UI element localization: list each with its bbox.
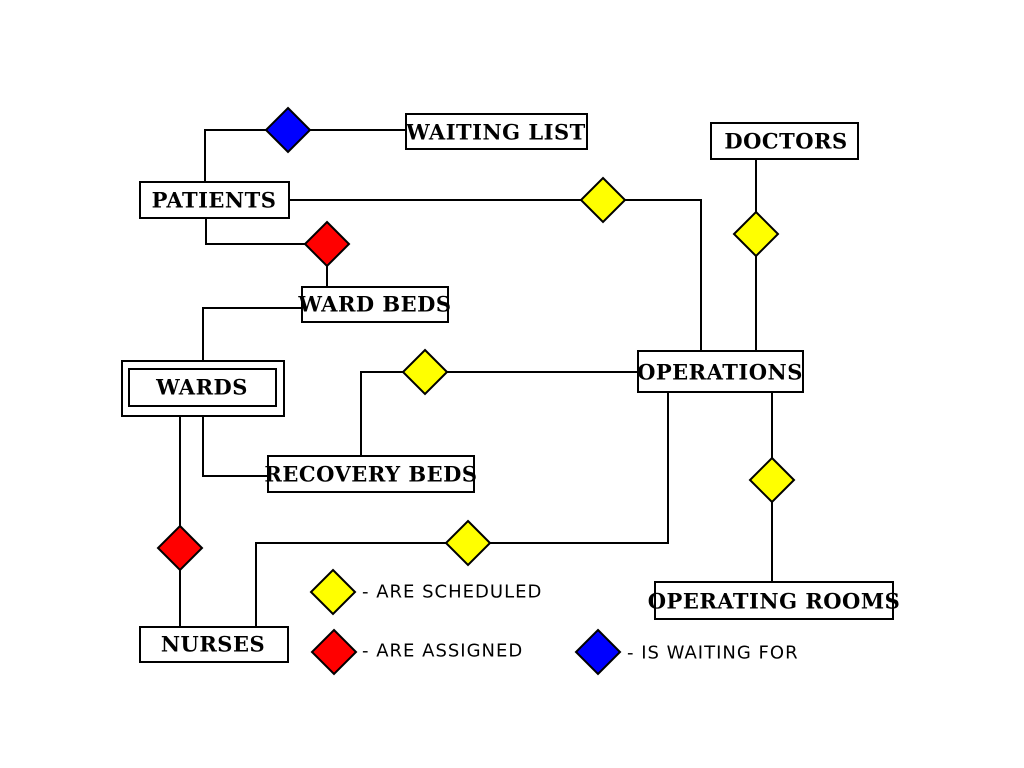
legend-item-assigned: - ARE ASSIGNED <box>310 628 523 676</box>
connector-wardbeds-wards <box>202 307 302 361</box>
entity-wards[interactable]: WARDS <box>121 360 285 417</box>
connector-recoverybeds-operations <box>360 371 638 456</box>
entity-label: OPERATIONS <box>637 360 803 385</box>
legend-assigned-diamond <box>310 628 358 676</box>
entity-patients[interactable]: PATIENTS <box>139 181 290 219</box>
patients-operations-scheduled-diamond[interactable] <box>579 176 627 224</box>
entity-label: PATIENTS <box>152 188 277 213</box>
entity-label: WARDS <box>155 375 248 400</box>
relationships <box>156 106 796 572</box>
legend-assigned-label: - ARE ASSIGNED <box>362 641 523 662</box>
legend-scheduled-diamond <box>309 568 357 616</box>
legend: - ARE SCHEDULED - ARE ASSIGNED - IS WAIT… <box>309 568 799 676</box>
entity-nurses[interactable]: NURSES <box>139 626 289 663</box>
legend-waiting-label: - IS WAITING FOR <box>627 643 799 664</box>
legend-item-waiting: - IS WAITING FOR <box>574 628 799 676</box>
entity-ward-beds[interactable]: WARD BEDS <box>297 286 451 323</box>
entity-label: RECOVERY BEDS <box>264 462 477 487</box>
doctors-operations-scheduled-diamond[interactable] <box>732 210 780 258</box>
waiting-relationship-diamond[interactable] <box>264 106 312 154</box>
entity-waiting-list[interactable]: WAITING LIST <box>405 113 588 150</box>
legend-waiting-diamond <box>574 628 622 676</box>
recovery-operations-scheduled-diamond[interactable] <box>401 348 449 396</box>
operations-nurses-scheduled-diamond[interactable] <box>444 519 492 567</box>
legend-scheduled-label: - ARE SCHEDULED <box>362 582 542 603</box>
entity-label: NURSES <box>161 632 265 657</box>
entity-doctors[interactable]: DOCTORS <box>710 122 859 160</box>
legend-item-scheduled: - ARE SCHEDULED <box>309 568 542 616</box>
entity-label: WARD BEDS <box>297 292 451 317</box>
entity-label: DOCTORS <box>724 129 847 154</box>
entity-recovery-beds[interactable]: RECOVERY BEDS <box>264 455 477 493</box>
connector-wards-recoverybeds <box>202 416 268 477</box>
entity-operating-rooms[interactable]: OPERATING ROOMS <box>648 581 901 620</box>
connector-patients-wardbeds <box>205 218 328 287</box>
wards-nurses-assigned-diamond[interactable] <box>156 524 204 572</box>
entity-label: OPERATING ROOMS <box>648 589 901 614</box>
entity-label: WAITING LIST <box>405 120 586 145</box>
entity-operations[interactable]: OPERATIONS <box>637 350 804 393</box>
operations-rooms-scheduled-diamond[interactable] <box>748 456 796 504</box>
connector-patients-operations <box>289 199 702 351</box>
connector-patients-waiting <box>204 129 406 182</box>
patients-wardbeds-assigned-diamond[interactable] <box>303 220 351 268</box>
